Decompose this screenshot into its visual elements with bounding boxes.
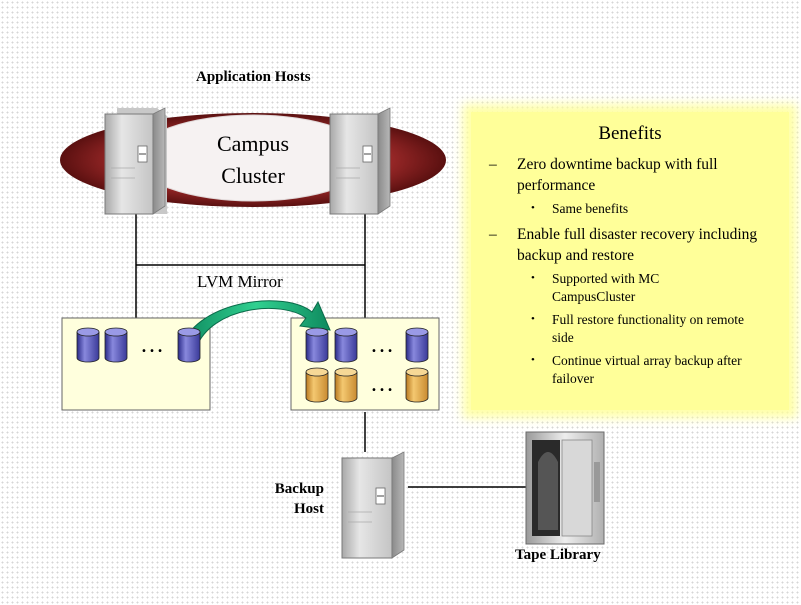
disk-left-3 [177,327,201,363]
backup-host-server [341,451,405,559]
disk-left-2 [104,327,128,363]
benefits-panel: Benefits – Zero downtime backup with ful… [471,112,789,410]
benefit-subitem-2-1: Supported with MC CampusCluster [552,271,660,304]
disk-right-blue-2 [334,327,358,363]
benefit-item-2: Enable full disaster recovery including … [517,226,758,264]
benefits-title: Benefits [598,123,662,144]
campus-label-line1: Campus [216,131,290,156]
tape-library-icon [525,431,605,545]
bullet-dot-1-1: • [531,202,535,214]
bullet-dot-2-3: • [531,354,535,366]
ellipsis-left: … [140,332,164,358]
disk-left-1 [76,327,100,363]
benefit-item-1: Zero downtime backup with full performan… [517,156,718,194]
disk-right-orange-2 [334,367,358,403]
benefit-subitem-1-1: Same benefits [552,201,629,216]
backup-host-label-line2: Host [294,501,324,517]
disk-right-blue-3 [405,327,429,363]
bullet-dot-2-2: • [531,313,535,325]
bullet-dash-1: – [489,156,497,173]
benefit-subitem-2-2: Full restore functionality on remote sid… [552,312,744,345]
ellipsis-right-top: … [370,332,394,358]
application-host-server-left [104,107,167,215]
ellipsis-right-bottom: … [370,371,394,397]
disk-right-orange-3 [405,367,429,403]
disk-right-blue-1 [305,327,329,363]
application-hosts-label: Application Hosts [196,69,311,85]
application-host-server-right [329,107,391,215]
disk-right-orange-1 [305,367,329,403]
tape-library-label: Tape Library [515,547,601,563]
bullet-dot-2-1: • [531,272,535,284]
connection-lines [135,210,526,488]
backup-host-label-line1: Backup [274,481,324,497]
bullet-dash-2: – [489,226,497,243]
lvm-mirror-label: LVM Mirror [197,272,283,291]
campus-label-line2: Cluster [221,163,285,188]
benefit-subitem-2-3: Continue virtual array backup after fail… [552,353,742,386]
